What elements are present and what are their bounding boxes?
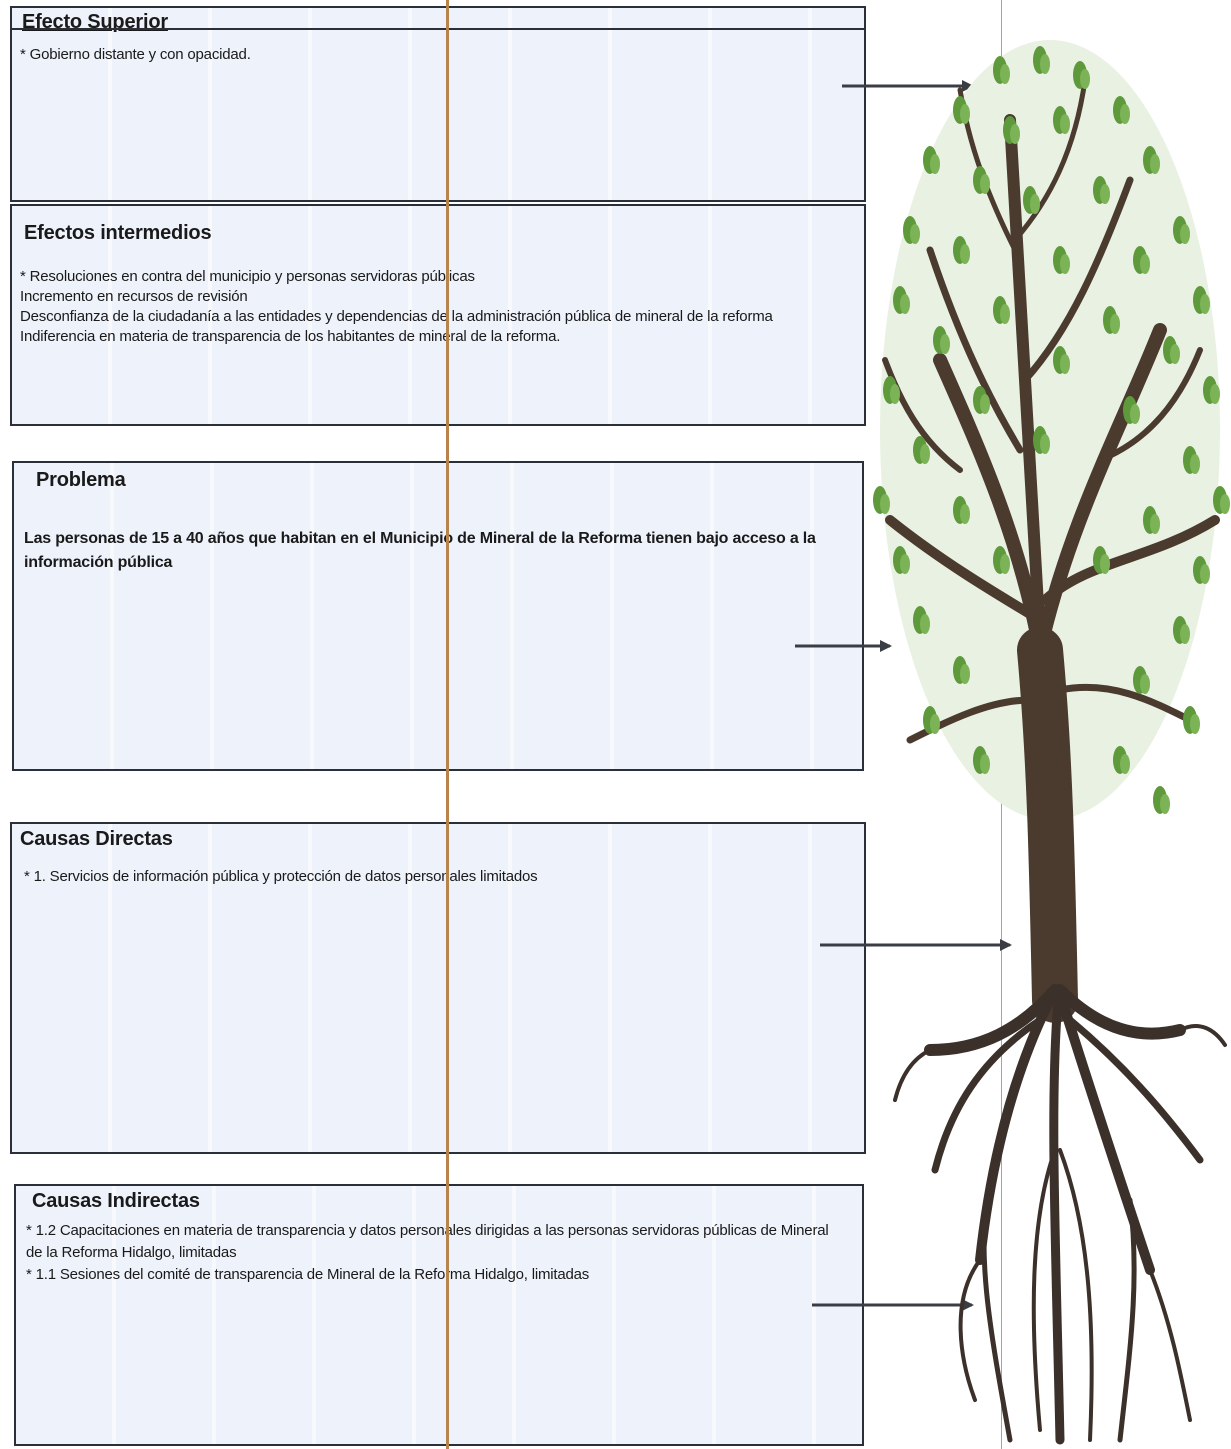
causas-indirectas-title: Causas Indirectas xyxy=(32,1190,200,1212)
efectos-intermedios-body: * Resoluciones en contra del municipio y… xyxy=(20,266,848,348)
canopy xyxy=(880,40,1220,820)
arrows xyxy=(795,80,1012,1311)
causas-directas-title: Causas Directas xyxy=(20,828,173,850)
causas-indirectas-line: * 1.2 Capacitaciones en materia de trans… xyxy=(26,1222,833,1261)
causas-directas-panel: Causas Directas * 1. Servicios de inform… xyxy=(10,822,866,1154)
roots xyxy=(893,984,1227,1445)
efectos-intermedios-line: * Resoluciones en contra del municipio y… xyxy=(20,268,475,285)
causas-indirectas-body: * 1.2 Capacitaciones en materia de trans… xyxy=(26,1220,838,1286)
causas-directas-line: * 1. Servicios de información pública y … xyxy=(24,868,538,885)
efectos-intermedios-line: Indiferencia en materia de transparencia… xyxy=(20,328,561,345)
divider xyxy=(10,28,866,32)
causas-indirectas-panel: Causas Indirectas * 1.2 Capacitaciones e… xyxy=(14,1184,864,1446)
efectos-intermedios-panel: Efectos intermedios * Resoluciones en co… xyxy=(10,204,866,426)
efectos-intermedios-line: Incremento en recursos de revisión xyxy=(20,288,248,305)
efecto-superior-title: Efecto Superior xyxy=(22,11,168,33)
efecto-superior-line: * Gobierno distante y con opacidad. xyxy=(20,46,251,63)
efecto-superior-panel: Efecto Superior * Gobierno distante y co… xyxy=(10,6,866,202)
problema-title: Problema xyxy=(36,469,126,491)
causas-directas-body: * 1. Servicios de información pública y … xyxy=(24,866,844,888)
efectos-intermedios-line: Desconfianza de la ciudadanía a las enti… xyxy=(20,308,773,325)
efecto-superior-body: * Gobierno distante y con opacidad. xyxy=(20,44,840,66)
vertical-guide-line xyxy=(446,0,449,1449)
problema-body: Las personas de 15 a 40 años que habitan… xyxy=(24,527,824,575)
causas-indirectas-line: * 1.1 Sesiones del comité de transparenc… xyxy=(26,1266,590,1283)
problema-line: Las personas de 15 a 40 años que habitan… xyxy=(24,530,820,571)
problema-panel: Problema Las personas de 15 a 40 años qu… xyxy=(12,461,864,771)
efectos-intermedios-title: Efectos intermedios xyxy=(24,222,212,244)
